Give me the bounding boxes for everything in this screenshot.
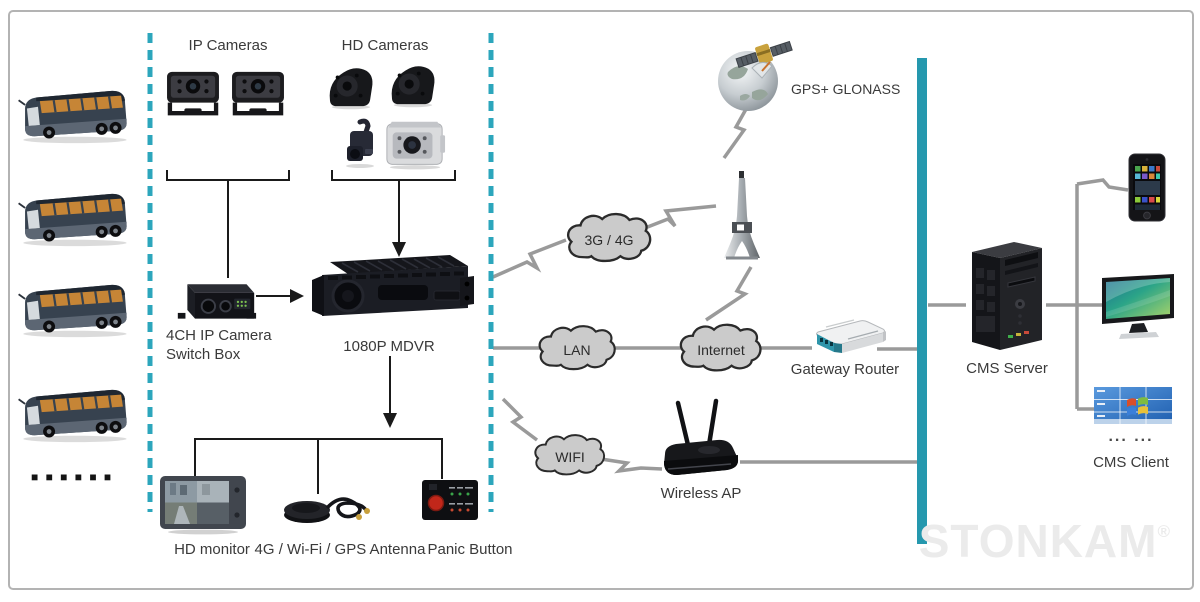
server-boundary-bar [917, 58, 927, 544]
cloud-wifi-label: WIFI [555, 449, 585, 465]
cloud-lan-label: LAN [563, 342, 591, 358]
ip-camera-switch-box-image [174, 278, 258, 323]
diagram-border [8, 10, 1194, 590]
client-monitor-image [1098, 272, 1178, 340]
mdvr-image [302, 252, 474, 330]
bus-image [14, 385, 134, 443]
bus-image [14, 280, 134, 338]
brand-watermark: STONKAM® [858, 514, 1170, 568]
arrowheads [290, 242, 406, 428]
antenna-image [281, 491, 373, 525]
wireless-ap-label: Wireless AP [660, 485, 742, 502]
network-lines [492, 101, 1129, 474]
bus-image [14, 189, 134, 247]
switch-box-label-line2: Switch Box [166, 346, 241, 363]
registered-trademark-symbol: ® [1157, 522, 1170, 541]
cell-tower-icon [719, 170, 765, 266]
client-video-wall-image [1093, 386, 1173, 428]
bus-image [14, 86, 134, 144]
gateway-router-image [806, 313, 892, 363]
hd-cameras-label: HD Cameras [341, 37, 429, 54]
switch-box-label-line1: 4CH IP Camera [166, 327, 272, 344]
panic-button-image [421, 479, 479, 521]
more-clients-dots: ... ... [1108, 428, 1154, 445]
cms-server-label: CMS Server [966, 360, 1048, 377]
cloud-internet-label: Internet [697, 342, 745, 358]
hd-rear-camera-icon [383, 119, 447, 171]
hd-side-camera-icon [388, 62, 438, 108]
hd-side-camera-icon [326, 64, 376, 110]
hd-monitor-image [158, 475, 248, 535]
gps-glonass-satellite-icon [712, 34, 796, 114]
gps-glonass-label: GPS+ GLONASS [791, 81, 901, 97]
client-phone-image [1126, 153, 1168, 223]
brand-watermark-text: STONKAM [918, 515, 1158, 567]
cms-client-label: CMS Client [1093, 454, 1169, 471]
more-vehicles-dots: ■ ■ ■ ■ ■ ■ [31, 470, 114, 484]
ip-camera-icon [162, 68, 224, 118]
ip-camera-icon [227, 68, 289, 118]
ip-cameras-label: IP Cameras [188, 37, 268, 54]
cloud-3g-4g-label: 3G / 4G [584, 232, 634, 248]
cms-server-image [962, 238, 1052, 353]
antenna-label: 4G / Wi-Fi / GPS Antenna [254, 541, 426, 558]
mdvr-label: 1080P MDVR [343, 338, 435, 355]
wireless-ap-image [651, 398, 743, 486]
panic-button-label: Panic Button [427, 541, 513, 558]
gateway-router-label: Gateway Router [790, 361, 900, 378]
hd-monitor-label: HD monitor [174, 541, 250, 558]
camera-brackets [166, 170, 456, 494]
hd-mini-camera-icon [341, 117, 381, 169]
